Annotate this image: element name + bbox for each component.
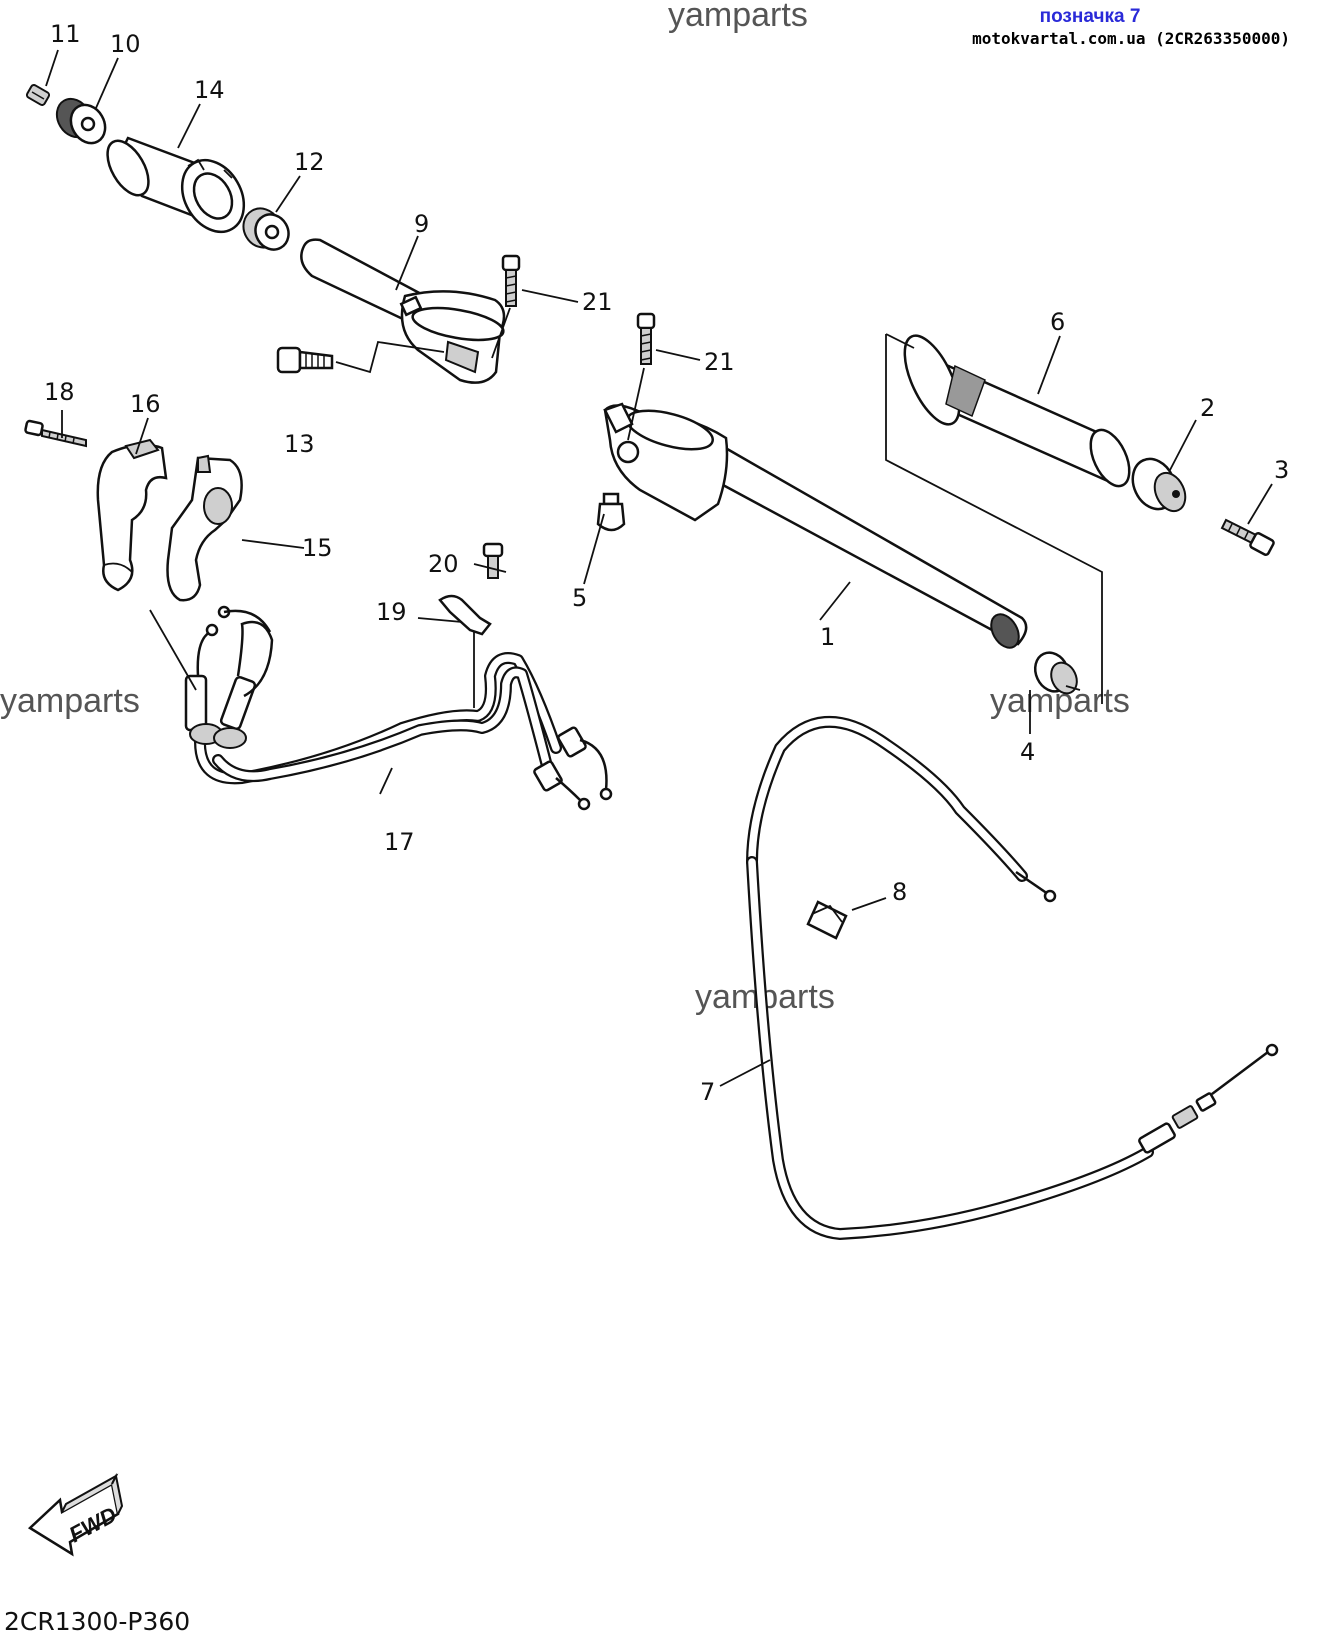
callout-1: 1 [820, 623, 835, 651]
callout-9: 9 [414, 210, 429, 238]
screw-3 [1220, 518, 1275, 556]
collar-4 [1033, 651, 1078, 695]
collar-12 [242, 207, 290, 251]
throttle-cables-17 [184, 605, 613, 811]
callout-3: 3 [1274, 456, 1289, 484]
bolt-13 [276, 340, 445, 374]
callout-15: 15 [302, 534, 333, 562]
bolt-21-right [627, 312, 656, 441]
plug-5 [596, 492, 626, 532]
callout-14: 14 [194, 76, 225, 104]
callout-5: 5 [572, 584, 587, 612]
callout-20: 20 [428, 550, 459, 578]
watermark: yamparts [0, 682, 140, 720]
bolt-11 [25, 84, 51, 106]
callout-21: 21 [704, 348, 735, 376]
bracket-lines [885, 333, 915, 349]
callout-12: 12 [294, 148, 325, 176]
switch-housing-16 [96, 438, 168, 592]
handlebar-right-1 [603, 402, 1028, 649]
grip-6 [903, 334, 1131, 488]
callout-11: 11 [50, 20, 81, 48]
switch-housing-15 [166, 454, 243, 602]
header-source: motokvartal.com.ua (2CR263350000) [972, 29, 1290, 48]
clamp-19 [438, 594, 492, 636]
callout-19: 19 [376, 598, 407, 626]
callout-6: 6 [1050, 308, 1065, 336]
screw-18 [24, 419, 87, 448]
callout-17: 17 [384, 828, 415, 856]
callout-8: 8 [892, 878, 907, 906]
bolt-20 [482, 542, 504, 579]
diagram-code: 2CR1300-P360 [4, 1607, 190, 1636]
bracket-lines [885, 334, 1103, 704]
leader-lines [45, 49, 1273, 1087]
callout-7: 7 [700, 1078, 715, 1106]
header-label: позначка 7 [1040, 6, 1141, 27]
grip-end-2 [1131, 457, 1187, 513]
bolt-21-left [491, 254, 521, 359]
callout-4: 4 [1020, 738, 1035, 766]
watermark: yamparts [668, 0, 808, 34]
grip-end-10 [55, 97, 107, 145]
callout-16: 16 [130, 390, 161, 418]
handlebar-left-9 [300, 238, 506, 384]
callout-10: 10 [110, 30, 141, 58]
callout-13: 13 [284, 430, 315, 458]
clutch-cable-7 [746, 715, 1279, 1240]
fwd-arrow-icon: FWD [27, 1472, 124, 1557]
callout-2: 2 [1200, 394, 1215, 422]
cable-guide-8 [806, 900, 848, 940]
callout-18: 18 [44, 378, 75, 406]
callout-21: 21 [582, 288, 613, 316]
throttle-grip-14 [106, 136, 246, 234]
